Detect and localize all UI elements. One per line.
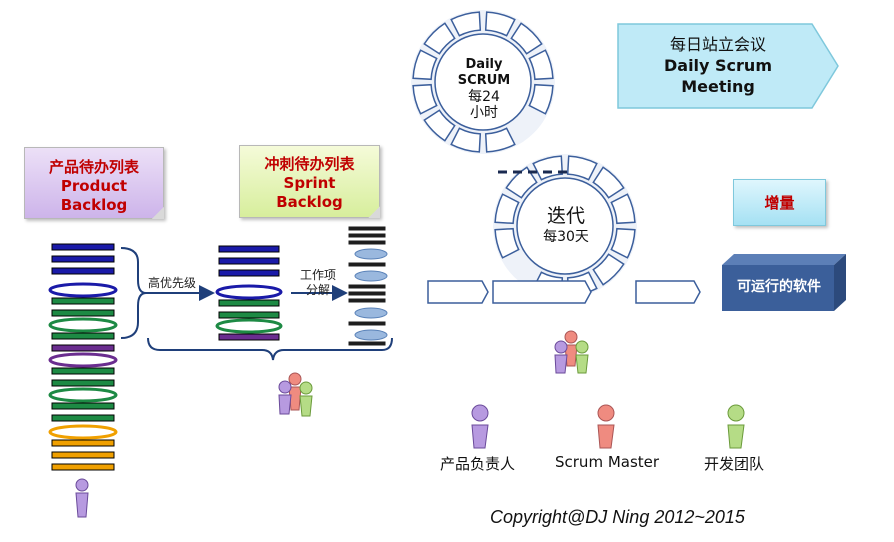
daily-line4: 小时 — [470, 105, 498, 121]
meeting-arrow-shape — [617, 23, 839, 109]
cycle-segment — [532, 155, 564, 181]
cycle-segment — [494, 193, 520, 225]
legend-owner-label: 产品负责人 — [440, 455, 516, 473]
cycle-segment — [484, 11, 516, 37]
meeting-line3: Meeting — [681, 77, 755, 96]
product-backlog-note: 产品待办列表 Product Backlog — [24, 147, 164, 219]
cycle-segment — [484, 127, 516, 153]
cycle-segment — [592, 253, 625, 286]
increment-box: 增量 — [733, 179, 826, 226]
daily-line1: Daily — [465, 57, 503, 72]
cycle-segment — [423, 22, 456, 55]
decompose-label-2: 分解 — [306, 283, 331, 297]
daily-scrum-label: Daily SCRUM 每24 小时 — [448, 57, 520, 121]
product-backlog-title-cn: 产品待办列表 — [48, 158, 139, 176]
cycle-segment — [528, 83, 554, 115]
cycle-segment — [528, 49, 554, 81]
daily-line3: 每24 — [468, 89, 500, 105]
decompose-label-1: 工作项 — [300, 268, 337, 282]
sprint-cycle-label: 迭代 每30天 — [525, 204, 607, 246]
product-backlog-stack — [48, 243, 118, 471]
daily-scrum-cycle — [411, 10, 555, 154]
software-label: 可运行的软件 — [737, 279, 821, 295]
product-backlog-title-en1: Product — [60, 177, 128, 195]
meeting-line1: 每日站立会议 — [669, 35, 766, 54]
sprint-line2: 每30天 — [543, 229, 589, 245]
flow-chevrons — [427, 280, 701, 304]
priority-label: 高优先级 — [148, 276, 197, 290]
sprint-backlog-stack — [215, 245, 283, 341]
sprint-backlog-title-en2: Backlog — [276, 193, 343, 211]
sprint-backlog-note: 冲刺待办列表 Sprint Backlog — [239, 145, 380, 218]
product-backlog-title-en2: Backlog — [60, 196, 128, 214]
cycle-segment — [412, 49, 438, 81]
cycle-segment — [592, 166, 625, 199]
copyright-text: Copyright@DJ Ning 2012~2015 — [490, 507, 745, 527]
cycle-segment — [610, 227, 636, 259]
cycle-segment — [566, 155, 598, 181]
cycle-segment — [494, 227, 520, 259]
legend-team-label: 开发团队 — [704, 455, 765, 473]
sprint-line1: 迭代 — [546, 205, 585, 227]
working-software-box — [722, 254, 846, 311]
task-stack — [347, 225, 388, 347]
legend-master-label: Scrum Master — [555, 453, 660, 471]
sprint-backlog-title-cn: 冲刺待办列表 — [264, 155, 355, 173]
meeting-line2: Daily Scrum — [663, 56, 772, 75]
sprint-backlog-title-en1: Sprint — [283, 174, 336, 192]
daily-line2: SCRUM — [457, 73, 511, 88]
sprint-cycle — [493, 154, 637, 298]
team-brace — [147, 337, 393, 361]
backlog-brace — [120, 247, 147, 339]
cycle-segment — [505, 166, 538, 199]
cycle-segment — [412, 83, 438, 115]
meeting-label: 每日站立会议 Daily Scrum Meeting — [626, 34, 810, 97]
cycle-segment — [450, 127, 482, 153]
cycle-segment — [610, 193, 636, 225]
increment-label: 增量 — [764, 194, 795, 212]
cycle-segment — [510, 22, 543, 55]
cycle-segment — [450, 11, 482, 37]
cycle-segment — [423, 109, 456, 142]
